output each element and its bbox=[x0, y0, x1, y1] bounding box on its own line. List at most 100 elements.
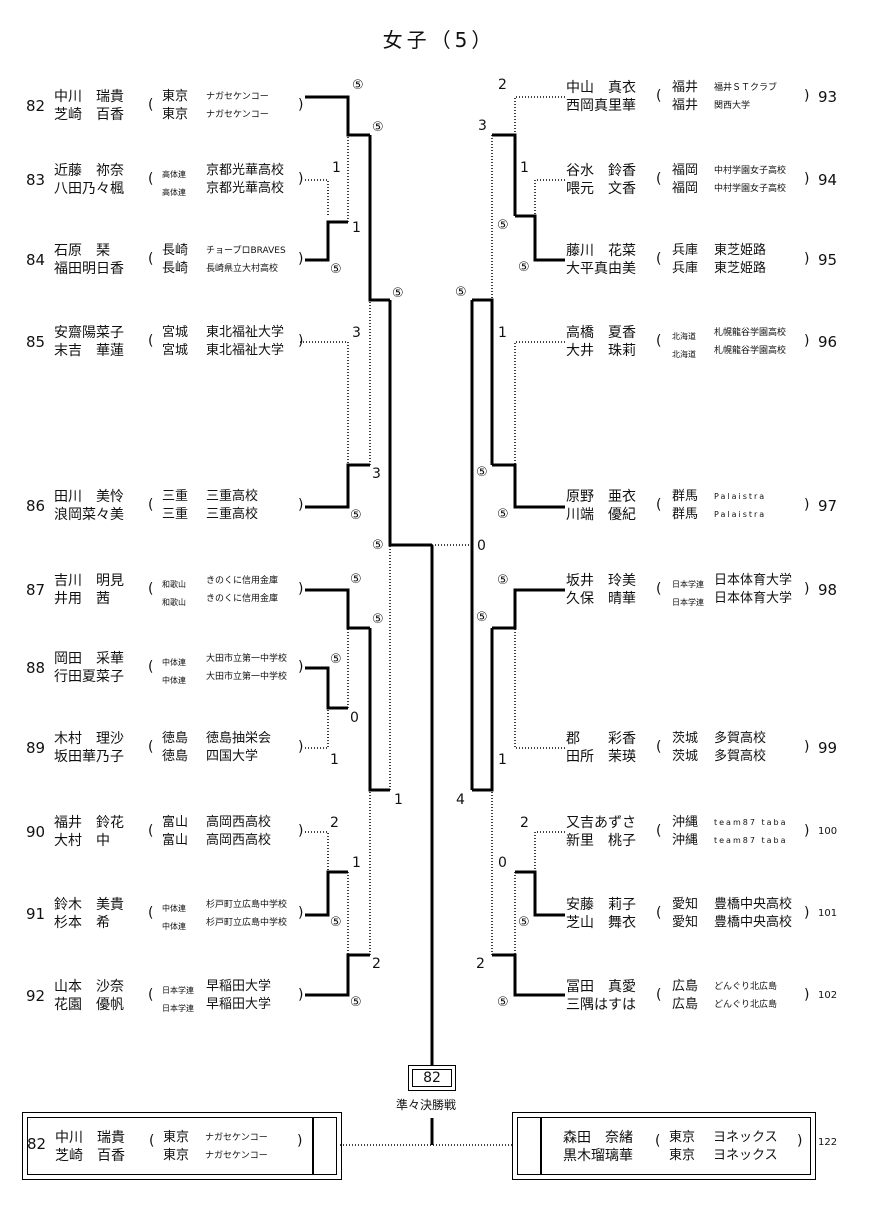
player-2: 芝崎 百香 bbox=[55, 1148, 125, 1164]
team-1: Palaistra bbox=[714, 492, 767, 501]
score: 1 bbox=[520, 160, 529, 176]
winner-box: 82 bbox=[408, 1065, 456, 1091]
score: 3 bbox=[372, 466, 381, 482]
player-1: 岡田 采華 bbox=[54, 651, 124, 667]
paren: ( bbox=[655, 1133, 661, 1149]
paren: ( bbox=[656, 251, 662, 267]
score: ⑤ bbox=[352, 78, 364, 93]
team-1: 東芝姫路 bbox=[714, 243, 767, 258]
paren: ( bbox=[148, 659, 154, 675]
team-2: ナガセケンコー bbox=[205, 1151, 268, 1161]
player-2: 末吉 華蓮 bbox=[54, 343, 124, 359]
player-2: 杉本 希 bbox=[54, 915, 110, 931]
player-1: 藤川 花菜 bbox=[566, 243, 636, 259]
team-1: どんぐり北広島 bbox=[714, 982, 778, 992]
player-1: 福井 鈴花 bbox=[54, 815, 124, 831]
bottom-left-side bbox=[313, 1117, 337, 1175]
score: ⑤ bbox=[497, 573, 509, 588]
team-2: 杉戸町立広島中学校 bbox=[206, 918, 288, 928]
paren: ( bbox=[656, 581, 662, 597]
prefecture-1: 中体連 bbox=[162, 658, 186, 667]
player-2: 田所 茉瑛 bbox=[566, 749, 636, 765]
entry-number: 85 bbox=[26, 333, 46, 351]
paren: ) bbox=[298, 97, 304, 113]
prefecture-2: 東京 bbox=[162, 107, 189, 122]
prefecture-1: 群馬 bbox=[672, 489, 699, 504]
entry-number: 82 bbox=[26, 97, 46, 115]
player-1: 山本 沙奈 bbox=[54, 979, 124, 995]
paren: ) bbox=[298, 171, 304, 187]
paren: ( bbox=[656, 497, 662, 513]
team-1: きのくに信用金庫 bbox=[206, 576, 279, 586]
paren: ( bbox=[149, 1133, 155, 1149]
prefecture-1: 日本学連 bbox=[672, 580, 704, 589]
team-1: 徳島抽栄会 bbox=[206, 731, 272, 746]
entry-number: 87 bbox=[26, 581, 46, 599]
score: 3 bbox=[352, 325, 361, 341]
score: ⑤ bbox=[350, 572, 362, 587]
prefecture-2: 富山 bbox=[162, 833, 189, 848]
entry-number: 95 bbox=[818, 251, 838, 269]
paren: ) bbox=[804, 497, 810, 513]
team-1: 中村学園女子高校 bbox=[714, 166, 787, 176]
paren: ( bbox=[148, 581, 154, 597]
player-1: 森田 奈緒 bbox=[563, 1130, 633, 1146]
entry-number: 122 bbox=[818, 1137, 838, 1148]
prefecture-2: 福井 bbox=[672, 98, 699, 113]
prefecture-2: 広島 bbox=[672, 997, 699, 1012]
score: ⑤ bbox=[455, 285, 467, 300]
player-1: 原野 亜衣 bbox=[566, 489, 636, 505]
paren: ) bbox=[298, 251, 304, 267]
score: 0 bbox=[350, 710, 359, 726]
prefecture-2: 中体連 bbox=[162, 922, 186, 931]
bottom-left-inner bbox=[27, 1117, 313, 1175]
score: ⑤ bbox=[350, 995, 362, 1010]
paren: ( bbox=[656, 905, 662, 921]
paren: ( bbox=[148, 905, 154, 921]
entry-number: 90 bbox=[26, 823, 46, 841]
score: ⑤ bbox=[330, 262, 342, 277]
player-2: 三隅はすは bbox=[566, 997, 636, 1013]
prefecture-1: 東京 bbox=[162, 89, 189, 104]
score: 1 bbox=[352, 220, 361, 236]
player-1: 坂井 玲美 bbox=[566, 573, 636, 589]
paren: ( bbox=[148, 823, 154, 839]
paren: ) bbox=[804, 739, 810, 755]
prefecture-1: 福岡 bbox=[672, 163, 699, 178]
paren: ) bbox=[804, 171, 810, 187]
score: ⑤ bbox=[476, 610, 488, 625]
score: 3 bbox=[478, 118, 487, 134]
score: 1 bbox=[352, 855, 361, 871]
player-2: 大井 珠莉 bbox=[566, 343, 636, 359]
paren: ( bbox=[656, 88, 662, 104]
player-1: 中川 瑞貴 bbox=[55, 1130, 125, 1146]
player-2: 芝山 舞衣 bbox=[566, 915, 636, 931]
team-2: 大田市立第一中学校 bbox=[206, 672, 288, 682]
entry-number: 97 bbox=[818, 497, 838, 515]
score: 4 bbox=[456, 792, 465, 808]
round-caption: 準々決勝戦 bbox=[396, 1098, 457, 1112]
paren: ( bbox=[148, 987, 154, 1003]
prefecture-1: 東京 bbox=[163, 1130, 190, 1145]
paren: ) bbox=[298, 659, 304, 675]
player-1: 谷水 鈴香 bbox=[566, 163, 636, 179]
score: ⑤ bbox=[497, 995, 509, 1010]
prefecture-1: 日本学連 bbox=[162, 986, 194, 995]
entry-number: 82 bbox=[27, 1135, 47, 1153]
paren: ) bbox=[804, 987, 810, 1003]
prefecture-2: 兵庫 bbox=[672, 261, 699, 276]
score: ⑤ bbox=[518, 915, 530, 930]
player-1: 木村 理沙 bbox=[54, 731, 124, 747]
player-2: 久保 晴華 bbox=[566, 591, 636, 607]
paren: ( bbox=[148, 97, 154, 113]
